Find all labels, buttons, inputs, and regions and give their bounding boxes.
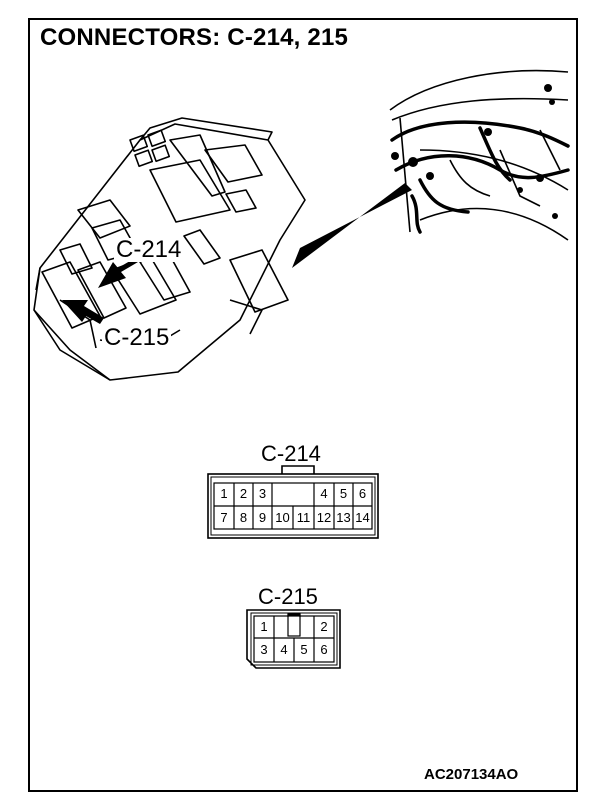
c215-pin: 3 [260,642,268,657]
diagram-frame [28,18,578,792]
c214-pin: 14 [355,510,370,525]
c214-pin: 2 [239,486,248,501]
c214-pin: 8 [239,510,248,525]
c215-connector-face [246,609,341,669]
callout-c215: C-215 [102,324,172,351]
c214-pin: 11 [296,510,311,525]
c214-pin: 4 [320,486,328,501]
location-pointer [292,183,412,268]
c214-pin: 10 [275,510,290,525]
figure-code: AC207134AO [424,766,519,783]
c214-pin: 6 [358,486,367,501]
page-title: CONNECTORS: C-214, 215 [40,24,349,51]
c215-pin: 1 [260,619,268,634]
harness-clips [391,84,558,219]
c215-pin: 2 [320,619,328,634]
junction-block-outline [33,123,306,381]
c215-label: C-215 [258,584,318,609]
c214-pin: 13 [336,510,351,525]
c215-pin: 5 [300,642,308,657]
c214-pin: 7 [220,510,228,525]
c215-pin: 6 [320,642,328,657]
callout-c214: C-214 [114,236,184,263]
c215-pin: 4 [280,642,288,657]
wire-harness [390,120,570,234]
arrow-c214 [98,258,138,288]
arrow-c215 [62,300,104,324]
dashboard-illustration [389,69,569,241]
c214-label: C-214 [261,441,321,466]
c214-pin: 12 [316,510,332,525]
c214-pin: 1 [220,486,228,501]
c214-pin: 9 [258,510,267,525]
c214-pin: 3 [258,486,267,501]
c215-pin-grid [253,613,335,663]
c214-pin-grid [213,482,373,530]
c214-pin: 5 [339,486,348,501]
